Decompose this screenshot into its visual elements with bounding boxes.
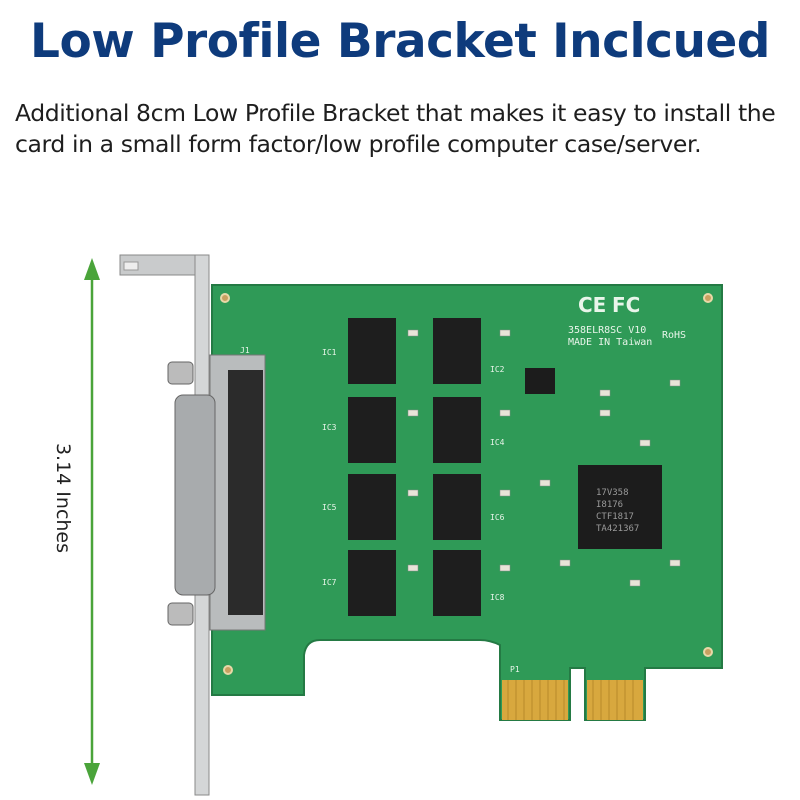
page-title: Low Profile Bracket Inclcued (30, 14, 770, 69)
svg-text:17V358: 17V358 (596, 488, 629, 498)
svg-text:IC7: IC7 (322, 578, 337, 587)
svg-text:IC5: IC5 (322, 503, 337, 512)
svg-text:CTF1817: CTF1817 (596, 512, 634, 522)
svg-text:IC1: IC1 (322, 348, 337, 357)
svg-text:P1: P1 (510, 665, 520, 674)
svg-text:IC2: IC2 (490, 365, 505, 374)
svg-text:MADE IN Taiwan: MADE IN Taiwan (568, 337, 652, 348)
silkscreen-markings: CE FC 358ELR8SC V10 MADE IN Taiwan RoHS … (240, 293, 686, 674)
pcie-gold-fingers (502, 680, 643, 720)
svg-text:RoHS: RoHS (662, 330, 686, 341)
controller-chip (578, 465, 662, 549)
svg-text:J1: J1 (240, 346, 250, 355)
height-arrow (84, 258, 100, 785)
svg-text:IC3: IC3 (322, 423, 337, 432)
height-measurement-label: 3.14 Inches (52, 442, 74, 554)
svg-text:I8176: I8176 (596, 500, 623, 510)
svg-text:TA421367: TA421367 (596, 524, 639, 534)
svg-text:IC8: IC8 (490, 593, 505, 602)
serial-chips (348, 318, 481, 616)
svg-text:358ELR8SC V10: 358ELR8SC V10 (568, 325, 646, 336)
description: Additional 8cm Low Profile Bracket that … (15, 99, 776, 158)
svg-text:IC6: IC6 (490, 513, 505, 522)
svg-text:CE: CE (578, 293, 606, 317)
svg-text:FC: FC (612, 293, 640, 317)
db-connector (167, 354, 266, 631)
svg-text:IC4: IC4 (490, 438, 505, 447)
